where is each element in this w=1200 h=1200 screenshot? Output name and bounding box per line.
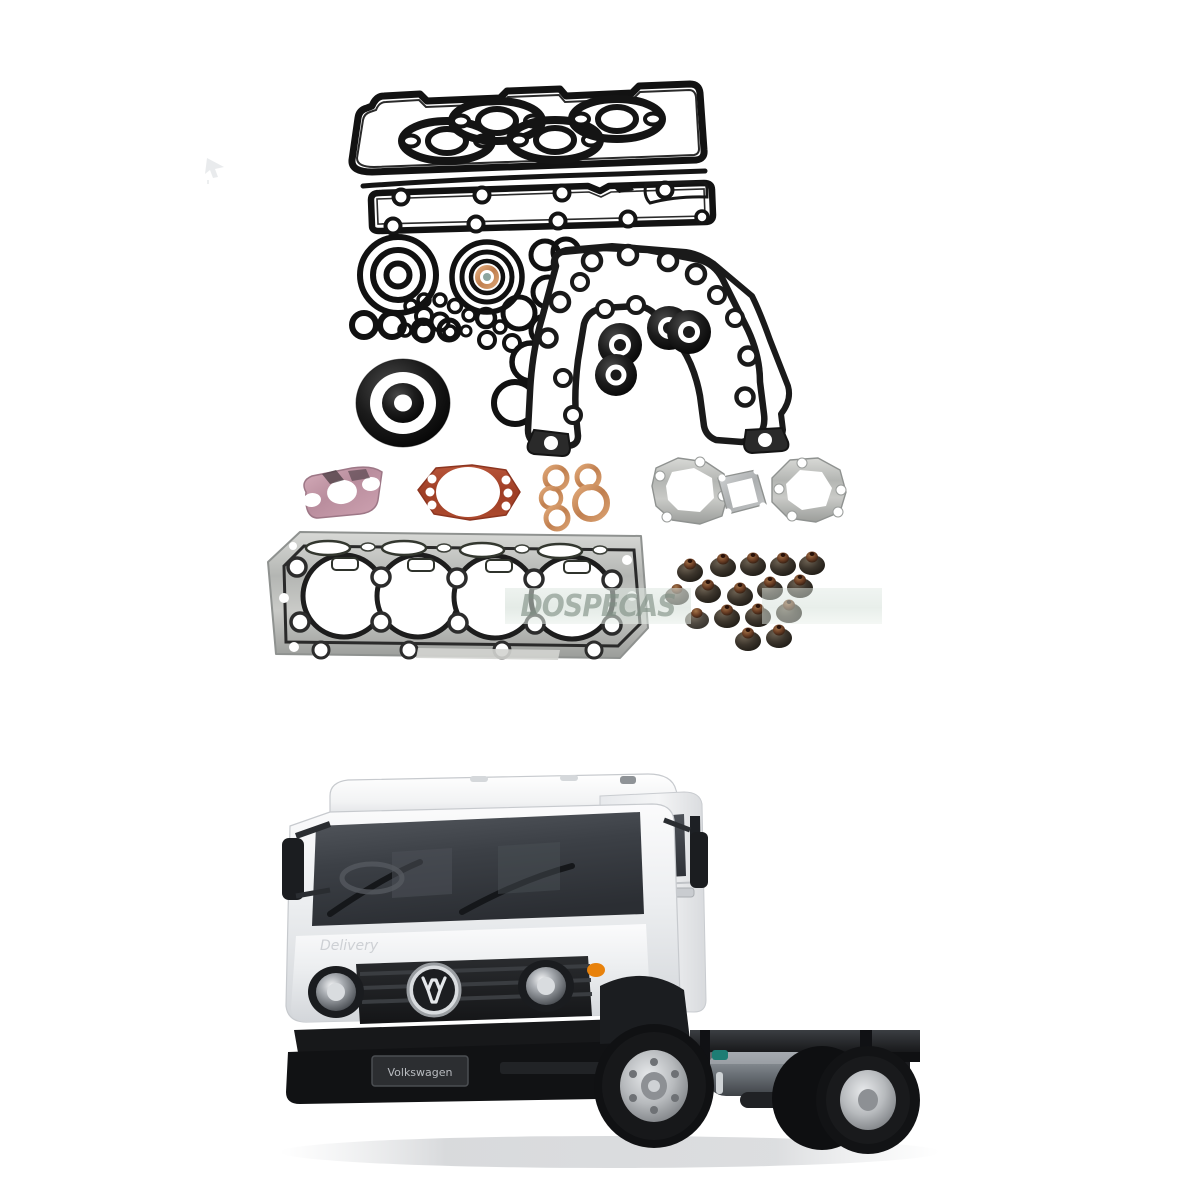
steering-wheel — [339, 861, 405, 895]
valve-cover-gasket — [348, 80, 708, 176]
vehicle-photo-panel: Volkswagen Delivery cab chassis truck — [0, 700, 1200, 1200]
roof-marker — [560, 775, 578, 781]
left-mirror — [282, 821, 331, 900]
valve-stem-seal — [685, 608, 709, 629]
parts-photo-panel: Engine full gasket overhaul kit — [205, 80, 882, 660]
truck-wheels — [594, 975, 920, 1154]
valve-stem-seal — [665, 584, 689, 605]
valve-stem-seals — [665, 551, 825, 651]
crankshaft-oil-seal — [355, 358, 451, 448]
license-plate-text: Volkswagen — [387, 1066, 452, 1079]
valve-stem-seal — [770, 552, 796, 576]
valve-stem-seal — [727, 582, 753, 606]
cylinder-head-gasket — [267, 531, 649, 660]
spark-plug-tube-seal — [568, 95, 666, 143]
valve-stem-seal — [677, 558, 703, 582]
valve-stem-seal — [757, 576, 783, 600]
spark-plug-tube-seal — [448, 97, 546, 145]
camshaft-oil-seal — [667, 310, 711, 354]
roof-marker — [620, 776, 636, 784]
valve-stem-seal — [735, 627, 761, 651]
valve-stem-seal — [766, 624, 792, 648]
exhaust-manifold-gaskets — [651, 456, 847, 525]
wiper — [459, 863, 575, 915]
truck-illustration: 8.160 — [280, 773, 940, 1168]
right-headlight — [518, 960, 574, 1012]
water-pump-gasket — [417, 464, 521, 521]
tank-strap — [712, 1050, 728, 1060]
truck-cab: 8.160 — [282, 773, 708, 1104]
valve-stem-seal — [745, 603, 771, 627]
right-mirror — [663, 817, 708, 888]
vw-emblem — [406, 962, 462, 1018]
ground-shadow — [280, 1136, 940, 1168]
camshaft-oil-seal — [595, 354, 637, 396]
left-headlight — [308, 966, 364, 1018]
copper-sealing-washers — [538, 463, 610, 532]
valve-stem-seal — [695, 579, 721, 603]
valve-stem-seal — [714, 604, 740, 628]
thermostat-housing-gasket — [303, 466, 383, 519]
cab-front-badge: Delivery — [320, 938, 379, 954]
roof-marker — [470, 776, 488, 782]
valve-stem-seal — [787, 574, 813, 598]
rear-wheel-outer — [816, 1046, 920, 1154]
camshaft-oil-seals — [595, 306, 711, 396]
gasket-kit-illustration — [267, 80, 847, 660]
valve-stem-seal — [710, 553, 736, 577]
intake-manifold-gasket — [360, 168, 717, 236]
valve-stem-seal — [740, 552, 766, 576]
license-plate: Volkswagen — [371, 1055, 469, 1087]
spark-plug-tube-seal — [506, 116, 604, 164]
side-marker-light — [587, 963, 605, 977]
valve-stem-seal — [799, 551, 825, 575]
front-wheel — [594, 1024, 714, 1148]
valve-stem-seal — [776, 599, 802, 623]
timing-cover-gasket — [524, 243, 793, 458]
windscreen — [312, 812, 644, 926]
